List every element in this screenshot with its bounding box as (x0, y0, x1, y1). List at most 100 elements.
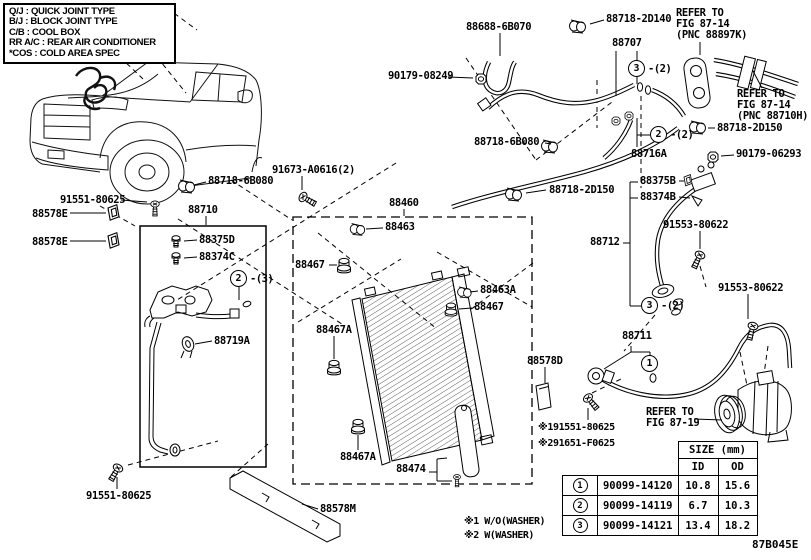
part-label-88463: 88463 (385, 221, 415, 233)
row-callout-3: 3 (572, 518, 588, 533)
callout-qty: -(2) (648, 63, 672, 75)
part-label-washer-91651-F0625: ※291651-F0625 (538, 438, 615, 449)
callout-qty: -(3) (250, 273, 274, 285)
part-label-88467A: 88467A (340, 451, 376, 463)
screw-icon (453, 474, 461, 488)
vehicle-sketch (29, 61, 263, 205)
assembly-box-88460 (292, 216, 533, 485)
stud-icon (171, 252, 181, 265)
row-callout-1: 1 (572, 478, 588, 493)
grommet-icon (351, 418, 365, 435)
nut-icon (624, 111, 634, 121)
part-label-91551-80625: 91551-80625 (86, 490, 152, 502)
id-cell: 13.4 (677, 515, 719, 536)
legend-line: RR A/C : REAR AIR CONDITIONER (9, 37, 156, 49)
part-label-90179-08249: 90179-08249 (388, 70, 454, 82)
part-label-91673-A0616: 91673-A0616(2) (272, 164, 355, 176)
part-label-88711: 88711 (622, 330, 652, 342)
pad-icon (535, 382, 552, 411)
stud-icon (171, 235, 181, 248)
footnote-washer-1: ※1 W/O(WASHER) (464, 516, 546, 527)
callout-qty: -(2) (661, 300, 685, 312)
part-icons (106, 19, 760, 488)
refer-note-fig87-14-88897K: REFER TO FIG 87-14 (PNC 88897K) (676, 7, 748, 41)
legend-line: *COS : COLD AREA SPEC (9, 47, 120, 59)
part-label-88374C: 88374C (199, 251, 235, 263)
table-row: 3 90099-14121 13.4 18.2 (562, 515, 758, 536)
clip-icon (683, 174, 693, 187)
wedge-icon (690, 194, 703, 207)
part-label-91553-80622: 91553-80622 (663, 219, 729, 231)
part-number-cell: 90099-14119 (597, 495, 679, 516)
part-label-91551-80625: 91551-80625 (60, 194, 126, 206)
part-label-88688-6B070: 88688-6B070 (466, 21, 532, 33)
part-label-88578M: 88578M (320, 503, 356, 515)
part-label-88375B: 88375B (640, 175, 676, 187)
bolt-icon (689, 249, 707, 271)
col-od-header: OD (717, 458, 758, 476)
table-row: 2 90099-14119 6.7 10.3 (562, 495, 758, 516)
part-label-88578D: 88578D (527, 355, 563, 367)
callout-circle-2: 2 (230, 270, 247, 287)
clip-icon (107, 204, 120, 221)
part-label-88474: 88474 (396, 463, 426, 475)
part-label-90179-06293: 90179-06293 (736, 148, 802, 160)
pipe-drawings (451, 55, 799, 399)
part-label-88718-2D150: 88718-2D150 (717, 122, 783, 134)
part-number-cell: 90099-14121 (597, 515, 679, 536)
part-number-cell: 90099-14120 (597, 475, 679, 496)
part-label-88718-6B080: 88718-6B080 (208, 175, 274, 187)
grommet-icon (444, 302, 458, 317)
o-ring-icon (671, 308, 681, 316)
refer-note-fig87-19: REFER TO FIG 87-19 (646, 406, 700, 429)
part-label-88578E: 88578E (32, 208, 68, 220)
nut-icon (611, 116, 621, 126)
callout-circle-3: 3 (641, 297, 658, 314)
clamp-icon (349, 223, 366, 236)
part-label-88467A: 88467A (316, 324, 352, 336)
legend-line: B/J : BLOCK JOINT TYPE (9, 16, 118, 28)
hose-size-table: SIZE (mm) ID OD 1 90099-14120 10.8 15.6 … (562, 441, 758, 536)
part-label-88707: 88707 (612, 37, 642, 49)
part-label-88716A: 88716A (631, 148, 667, 160)
od-cell: 10.3 (717, 495, 758, 516)
o-ring-icon (649, 373, 657, 383)
part-label-washer-91551-80625: ※191551-80625 (538, 422, 615, 433)
callout-circle-1: 1 (641, 355, 658, 372)
callout-circle-3: 3 (628, 60, 645, 77)
part-label-91553-80622: 91553-80622 (718, 282, 784, 294)
bolt-icon (150, 200, 160, 217)
id-cell: 6.7 (677, 495, 719, 516)
callout-qty: -(2) (670, 129, 694, 141)
liquid-tube-assembly (144, 285, 252, 457)
row-callout-2: 2 (572, 498, 588, 513)
nut-icon (475, 73, 487, 85)
condenser-drawing (351, 266, 495, 478)
grommet-icon (327, 359, 341, 376)
part-label-88719A: 88719A (214, 335, 250, 347)
clamp-icon (178, 179, 195, 194)
id-cell: 10.8 (677, 475, 719, 496)
clip-icon (107, 232, 120, 249)
part-label-88374B: 88374B (640, 191, 676, 203)
bolt-icon (581, 391, 602, 413)
grommet-icon (337, 257, 351, 274)
leader-lines (70, 19, 763, 510)
table-row: 1 90099-14120 10.8 15.6 (562, 475, 758, 496)
drawing-code: 87B045E (752, 538, 799, 551)
nut-icon (707, 151, 719, 163)
part-label-88463A: 88463A (480, 284, 516, 296)
part-label-88718-2D150: 88718-2D150 (549, 184, 615, 196)
bolt-icon (106, 461, 125, 484)
part-label-88712: 88712 (590, 236, 620, 248)
joint-type-legend: Q/J : QUICK JOINT TYPE B/J : BLOCK JOINT… (3, 3, 176, 65)
part-label-88710: 88710 (188, 204, 218, 216)
od-cell: 18.2 (717, 515, 758, 536)
col-id-header: ID (677, 458, 719, 476)
part-label-88467: 88467 (295, 259, 325, 271)
part-label-88467: 88467 (474, 301, 504, 313)
compressor-drawing (714, 370, 792, 443)
part-label-88718-6B080: 88718-6B080 (474, 136, 540, 148)
legend-line: Q/J : QUICK JOINT TYPE (9, 6, 115, 17)
